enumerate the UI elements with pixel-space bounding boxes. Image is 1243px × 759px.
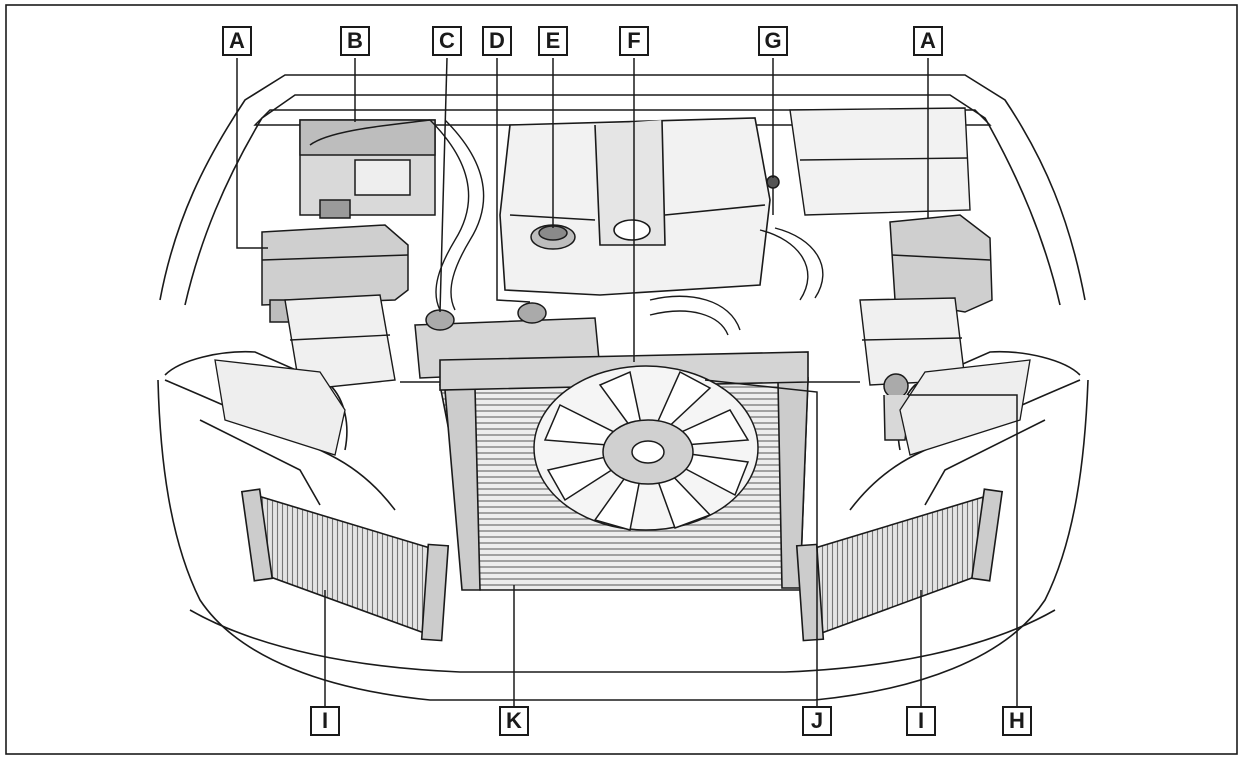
leader-a-left xyxy=(236,58,268,249)
leader-h xyxy=(908,394,1018,708)
callout-f: F xyxy=(619,26,649,56)
left-fender-structure xyxy=(214,359,346,456)
cooling-fan xyxy=(533,365,759,531)
figure-frame xyxy=(5,4,1238,755)
right-fender-structure xyxy=(899,359,1031,456)
engine-cover xyxy=(499,117,771,296)
callout-i-left: I xyxy=(310,706,340,736)
callout-h: H xyxy=(1002,706,1032,736)
oil-filler-cap xyxy=(530,224,576,250)
callout-a-left: A xyxy=(222,26,252,56)
callout-e: E xyxy=(538,26,568,56)
callout-b: B xyxy=(340,26,370,56)
battery xyxy=(299,119,436,219)
engine-oil-dipstick xyxy=(766,175,780,215)
leader-lines xyxy=(236,57,1018,708)
callout-k: K xyxy=(499,706,529,736)
vehicle-body xyxy=(157,74,1089,701)
callout-g: G xyxy=(758,26,788,56)
fuse-box-right xyxy=(889,214,993,313)
callout-a-right: A xyxy=(913,26,943,56)
hoses xyxy=(429,119,824,336)
auxiliary-cooler-left xyxy=(240,488,450,642)
callout-c: C xyxy=(432,26,462,56)
callout-j: J xyxy=(802,706,832,736)
air-box-right xyxy=(789,107,971,216)
callout-i-right: I xyxy=(906,706,936,736)
leader-d xyxy=(496,58,531,303)
callout-d: D xyxy=(482,26,512,56)
leader-c xyxy=(439,57,448,313)
air-cleaner-left xyxy=(284,294,396,391)
leader-j xyxy=(704,379,818,708)
auxiliary-cooler-right xyxy=(795,488,1004,642)
